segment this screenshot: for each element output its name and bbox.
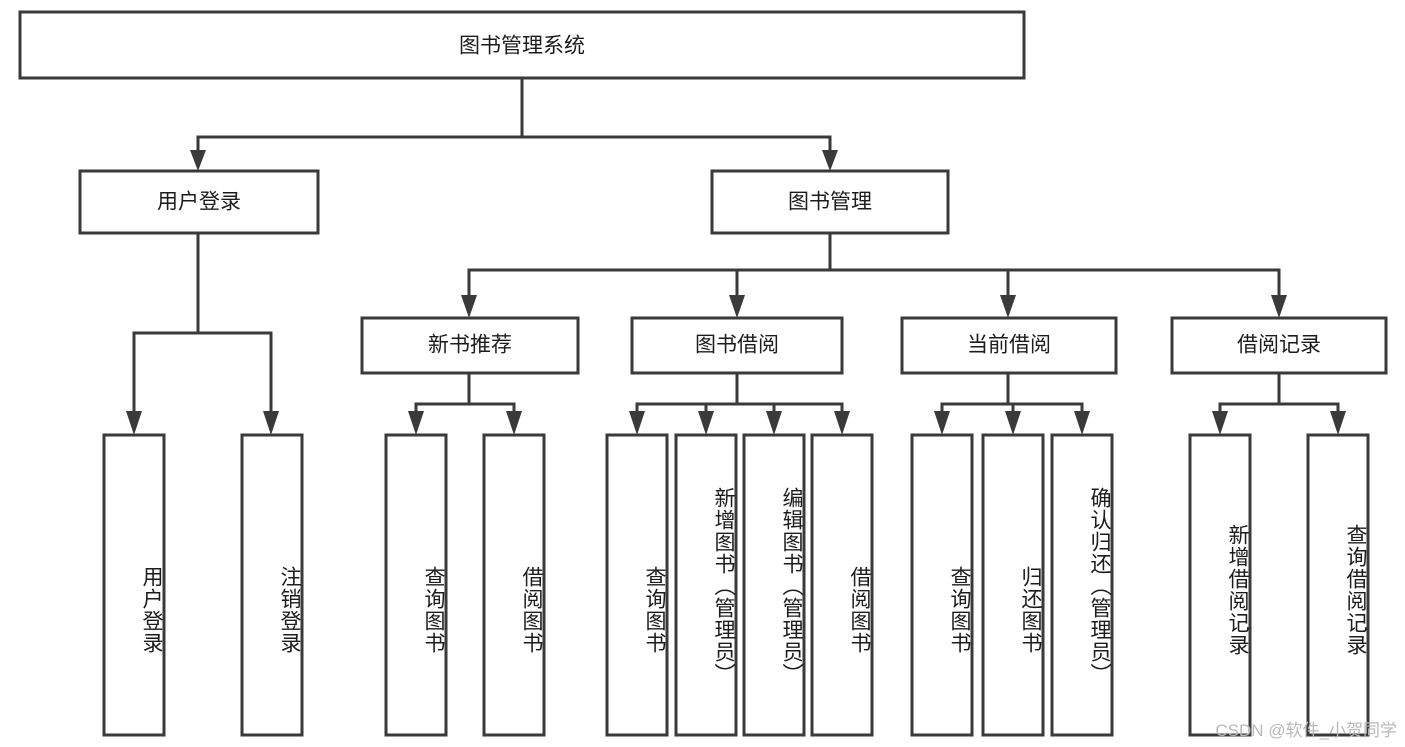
arrow-head-leaf-return-book [1005,411,1021,435]
node-leaf-add-book[interactable] [674,433,738,737]
arrow-head-leaf-edit-book [766,411,782,435]
node-leaf-borrow-book-2[interactable] [810,433,874,737]
arrow-head-new-book-rec [461,295,477,318]
node-leaf-query-book-1[interactable] [384,433,448,737]
node-leaf-query-record[interactable] [1306,433,1370,737]
node-layer: 图书管理系统 用户登录 图书管理 新书推荐 图书借阅 当前借阅 借阅记录 [18,10,1388,737]
arrow-head-leaf-logout [263,411,279,435]
arrow-head-book-borrow [729,295,745,318]
node-book-borrow-label: 图书借阅 [695,334,779,357]
arrow-head-leaf-add-record [1212,411,1228,435]
arrow-head-book-manage [822,150,838,171]
csdn-watermark: CSDN @软件_小贺同学 [1215,721,1397,740]
node-book-manage[interactable] [710,169,950,235]
node-new-book-rec[interactable] [360,316,580,375]
node-borrow-record-label: 借阅记录 [1237,334,1321,357]
node-leaf-add-record[interactable] [1188,433,1252,737]
node-current-borrow-label: 当前借阅 [967,334,1051,357]
arrow-head-borrow-record [1271,295,1287,318]
node-leaf-query-book-3[interactable] [910,433,974,737]
node-leaf-edit-book[interactable] [742,433,806,737]
arrow-head-leaf-query-book-3 [934,411,950,435]
node-book-borrow[interactable] [630,316,844,375]
node-leaf-return-book[interactable] [981,433,1045,737]
node-book-manage-label: 图书管理 [788,191,872,214]
node-leaf-user-login[interactable] [102,433,166,737]
node-current-borrow[interactable] [900,316,1118,375]
arrow-head-leaf-user-login [126,411,142,435]
arrow-head-leaf-confirm-return [1074,411,1090,435]
node-user-login-label: 用户登录 [157,191,241,214]
node-new-book-rec-label: 新书推荐 [428,334,512,357]
arrow-head-leaf-borrow-book-2 [834,411,850,435]
arrow-head-user-login [190,150,206,171]
node-leaf-logout[interactable] [240,433,304,737]
node-leaf-query-book-2[interactable] [605,433,669,737]
node-user-login[interactable] [78,169,320,235]
arrow-head-leaf-query-record [1330,411,1346,435]
arrow-head-current-borrow [1000,295,1016,318]
node-leaf-confirm-return[interactable] [1050,433,1114,737]
node-root-label: 图书管理系统 [459,35,585,58]
node-root[interactable] [18,10,1026,80]
arrow-head-leaf-query-book-2 [629,411,645,435]
arrow-head-leaf-add-book [698,411,714,435]
connector-layer [126,76,1346,435]
node-borrow-record[interactable] [1170,316,1388,375]
arrow-head-leaf-borrow-book-1 [506,411,522,435]
node-leaf-borrow-book-1[interactable] [482,433,546,737]
arrow-head-leaf-query-book-1 [408,411,424,435]
